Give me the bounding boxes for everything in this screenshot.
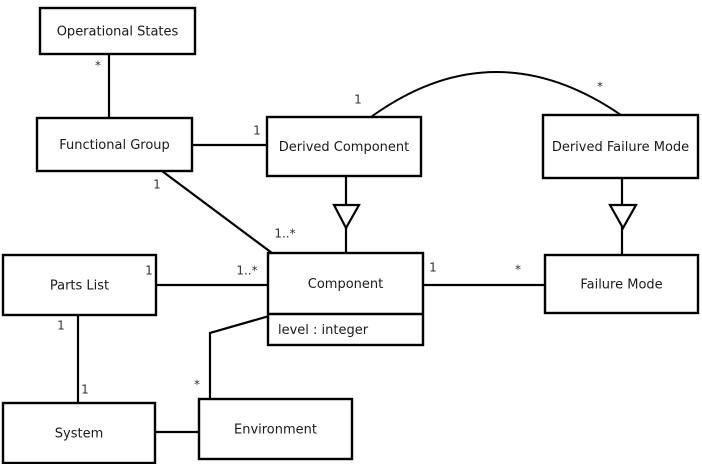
class-box-parts-list[interactable]: Parts List: [1, 253, 158, 317]
generalization-arrow-icon: [332, 203, 361, 231]
multiplicity-label: 1: [429, 261, 437, 275]
association-derived-component-derived-failure-mode[interactable]: [370, 71, 622, 118]
class-box-derived-component[interactable]: Derived Component: [265, 115, 423, 178]
class-box-component[interactable]: Component level : integer: [266, 251, 425, 347]
association-curve: [370, 71, 622, 118]
class-box-functional-group[interactable]: Functional Group: [35, 116, 194, 173]
multiplicity-label: 1: [253, 124, 261, 138]
association-line: [208, 312, 277, 399]
class-name: Component: [308, 277, 383, 292]
class-name: Derived Component: [279, 140, 410, 155]
class-name: Functional Group: [59, 138, 170, 153]
class-name: Parts List: [50, 279, 109, 294]
class-attribute: level : integer: [278, 323, 369, 338]
class-frame: [1, 401, 157, 464]
association-component-environment[interactable]: [208, 312, 277, 399]
association-functional-group-component[interactable]: [161, 170, 273, 254]
class-box-derived-failure-mode[interactable]: Derived Failure Mode: [541, 113, 700, 180]
class-box-operational-states[interactable]: Operational States: [38, 6, 197, 56]
class-frame: [1, 253, 158, 317]
generalization-component-to-derived-component[interactable]: [332, 176, 361, 253]
class-frame: [543, 253, 700, 315]
class-frame: [265, 115, 423, 178]
class-name: System: [55, 427, 103, 442]
class-name: Failure Mode: [580, 278, 662, 293]
class-box-failure-mode[interactable]: Failure Mode: [543, 253, 700, 315]
class-name: Environment: [234, 423, 317, 438]
generalization-failure-mode-to-derived-failure-mode[interactable]: [608, 178, 638, 255]
class-frame: [541, 113, 700, 180]
multiplicity-label: 1: [81, 383, 89, 397]
multiplicity-label: *: [95, 59, 101, 73]
generalizations-layer: [332, 176, 638, 255]
multiplicity-label: 1: [145, 264, 153, 278]
class-box-system[interactable]: System: [1, 401, 157, 464]
multiplicity-label: *: [194, 378, 200, 392]
class-box-environment[interactable]: Environment: [197, 397, 354, 461]
multiplicity-label: 1: [153, 178, 161, 192]
class-frame: [35, 116, 194, 173]
class-frame: [266, 251, 425, 347]
multiplicity-labels-layer: * 1 1 1..* 1 * 1 1..* 1 * 1 1 *: [57, 59, 603, 397]
multiplicity-label: *: [597, 80, 603, 94]
multiplicity-label: 1: [57, 319, 65, 333]
multiplicity-label: 1: [354, 93, 362, 107]
associations-layer: [76, 54, 622, 434]
class-frame: [38, 6, 197, 56]
class-name: Derived Failure Mode: [552, 140, 689, 155]
class-frame: [197, 397, 354, 461]
multiplicity-label: *: [515, 263, 521, 277]
multiplicity-label: 1..*: [274, 227, 295, 241]
class-name: Operational States: [57, 25, 179, 40]
multiplicity-label: 1..*: [236, 264, 257, 278]
association-line: [161, 170, 273, 254]
generalization-arrow-icon: [608, 203, 638, 231]
